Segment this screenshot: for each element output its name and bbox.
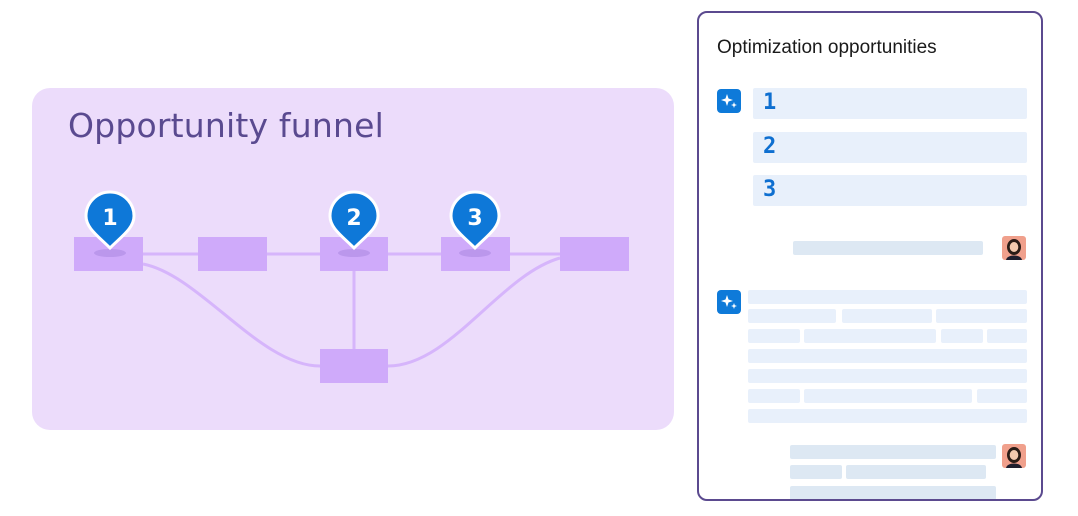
funnel-node[interactable] (320, 349, 388, 383)
opportunity-item[interactable]: 2 (753, 132, 1027, 163)
funnel-nodes (74, 237, 629, 383)
sparkle-icon (717, 89, 741, 113)
response-line-placeholder (748, 409, 1027, 423)
response-line-placeholder (804, 329, 936, 343)
user-message-placeholder (793, 241, 983, 255)
response-line-placeholder (977, 389, 1027, 403)
optimization-title: Optimization opportunities (717, 37, 937, 58)
funnel-node[interactable] (198, 237, 267, 271)
map-pin-icon[interactable]: 3 (449, 190, 501, 251)
opportunity-number: 3 (763, 177, 777, 202)
user-avatar-icon (1002, 236, 1026, 260)
map-pin-icon[interactable]: 2 (328, 190, 380, 251)
response-line-placeholder (748, 290, 1027, 304)
response-line-placeholder (748, 369, 1027, 383)
sparkle-icon (717, 290, 741, 314)
opportunity-item[interactable]: 1 (753, 88, 1027, 119)
response-line-placeholder (748, 309, 836, 323)
user-message-placeholder (790, 465, 842, 479)
marker-label: 3 (467, 206, 482, 231)
edge-curve (142, 262, 321, 368)
response-line-placeholder (748, 389, 800, 403)
map-pin-icon[interactable]: 1 (84, 190, 136, 251)
response-line-placeholder (842, 309, 932, 323)
edge-curve (387, 256, 561, 368)
user-message-placeholder (790, 445, 996, 459)
funnel-node[interactable] (560, 237, 629, 271)
opportunity-number: 1 (763, 90, 777, 115)
user-message-placeholder (846, 465, 986, 479)
funnel-edges (142, 252, 561, 368)
opportunity-item[interactable]: 3 (753, 175, 1027, 206)
response-line-placeholder (748, 349, 1027, 363)
marker-label: 2 (346, 206, 361, 231)
opportunity-number: 2 (763, 134, 777, 159)
response-line-placeholder (804, 389, 972, 403)
user-message-placeholder (790, 486, 996, 499)
funnel-title: Opportunity funnel (68, 106, 384, 145)
response-line-placeholder (748, 329, 800, 343)
optimization-panel: Optimization opportunities 1 2 3 (697, 11, 1043, 501)
response-line-placeholder (941, 329, 983, 343)
marker-label: 1 (102, 206, 117, 231)
response-line-placeholder (987, 329, 1027, 343)
marker-shadows (94, 249, 491, 257)
response-line-placeholder (936, 309, 1027, 323)
user-avatar-icon (1002, 444, 1026, 468)
